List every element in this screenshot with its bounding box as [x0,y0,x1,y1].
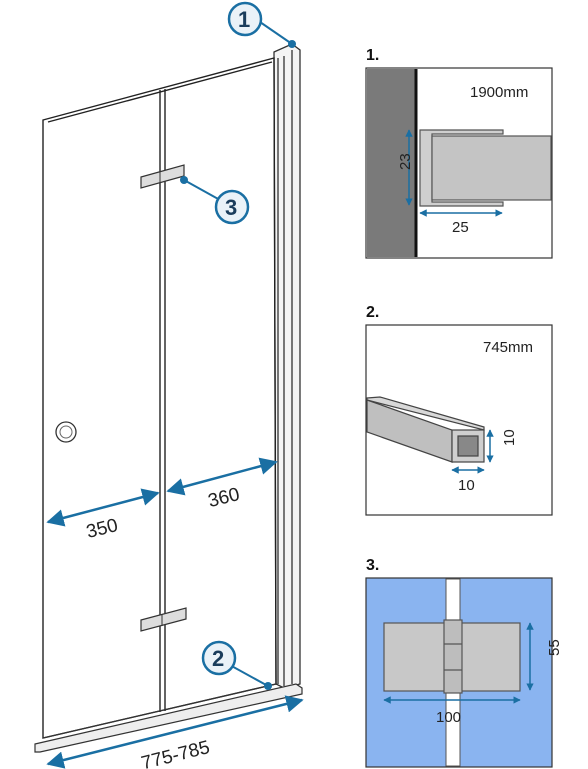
callout-2: 2 [201,640,272,690]
detail-1: 1. 1900mm 23 25 [365,47,553,259]
callout-3-number: 3 [225,195,237,220]
callout-3: 3 [180,176,250,225]
callout-2-number: 2 [212,646,224,671]
u-profile [419,129,552,207]
hinge-plate [383,619,521,694]
wall-profile [273,43,301,689]
callout-1: 1 [227,1,296,48]
detail-3-dim-horizontal-label: 100 [436,709,461,726]
hinge-top [140,164,185,189]
hinge-bottom [140,607,187,632]
dim-total-label: 775-785 [139,737,212,769]
dim-right-label: 360 [206,484,242,512]
dim-total-arrow [46,695,304,769]
detail-1-title: 1. [366,47,379,64]
detail-1-dim-vertical-label: 23 [397,153,414,170]
detail-3-dim-vertical-label: 55 [546,639,563,656]
square-tube [366,396,485,463]
detail-2-dim-vertical-label: 10 [501,429,518,446]
glass-panels [42,57,277,739]
detail-2-dim-horizontal-label: 10 [458,477,475,494]
detail-1-dim-horizontal-label: 25 [452,219,469,236]
detail-1-length: 1900mm [470,84,528,101]
detail-2: 2. 745mm 10 10 [365,304,553,516]
door-knob [55,421,77,443]
detail-2-length: 745mm [483,339,533,356]
detail-2-title: 2. [366,304,379,321]
dim-left-arrow [46,488,160,527]
shower-door-drawing: 350 360 775-785 1 2 3 [34,1,304,769]
detail-3: 3. 55 100 [365,557,563,768]
callout-1-number: 1 [238,7,250,32]
detail-3-title: 3. [366,557,379,574]
dim-left-label: 350 [84,515,120,543]
dim-right-arrow [166,457,278,496]
bottom-sill [34,683,303,753]
